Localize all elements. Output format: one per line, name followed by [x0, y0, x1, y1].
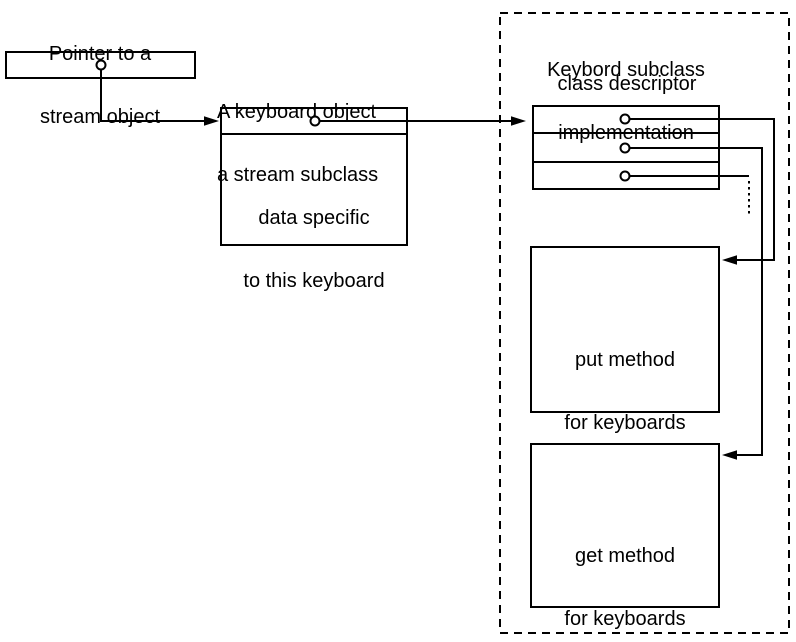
- label-line: for keyboards: [564, 608, 686, 630]
- get-method-label: get method for keyboards: [532, 504, 718, 642]
- pointer-box-label: Pointer to a stream object: [10, 2, 190, 170]
- keyboard-object-pointer-slot: [222, 109, 406, 135]
- label-line: get method: [574, 545, 676, 567]
- get-method-box: get method for keyboards: [530, 443, 720, 630]
- label-line: for keyboards: [564, 412, 686, 434]
- arrowhead-into-put: [722, 255, 737, 265]
- keyboard-object-label: A keyboard object a stream subclass: [217, 60, 378, 228]
- label-line: implementation: [558, 122, 694, 144]
- arrowhead-into-get: [722, 450, 737, 460]
- label-line: data specific: [258, 207, 370, 229]
- label-line: a stream subclass: [217, 164, 379, 186]
- label-line: Pointer to a: [48, 43, 152, 65]
- keyboard-data-label: data specific to this keyboard: [222, 166, 406, 334]
- put-method-box: put method for keyboards: [530, 246, 720, 434]
- label-line: put method: [574, 349, 676, 371]
- class-descriptor-label: class descriptor: [557, 73, 697, 95]
- label-line: to this keyboard: [243, 270, 385, 292]
- implementation-title: Keybord subclass implementation: [506, 18, 746, 186]
- label-line: A keyboard object: [217, 101, 376, 123]
- keyboard-object-box: data specific to this keyboard: [220, 107, 408, 292]
- label-line: stream object: [39, 106, 161, 128]
